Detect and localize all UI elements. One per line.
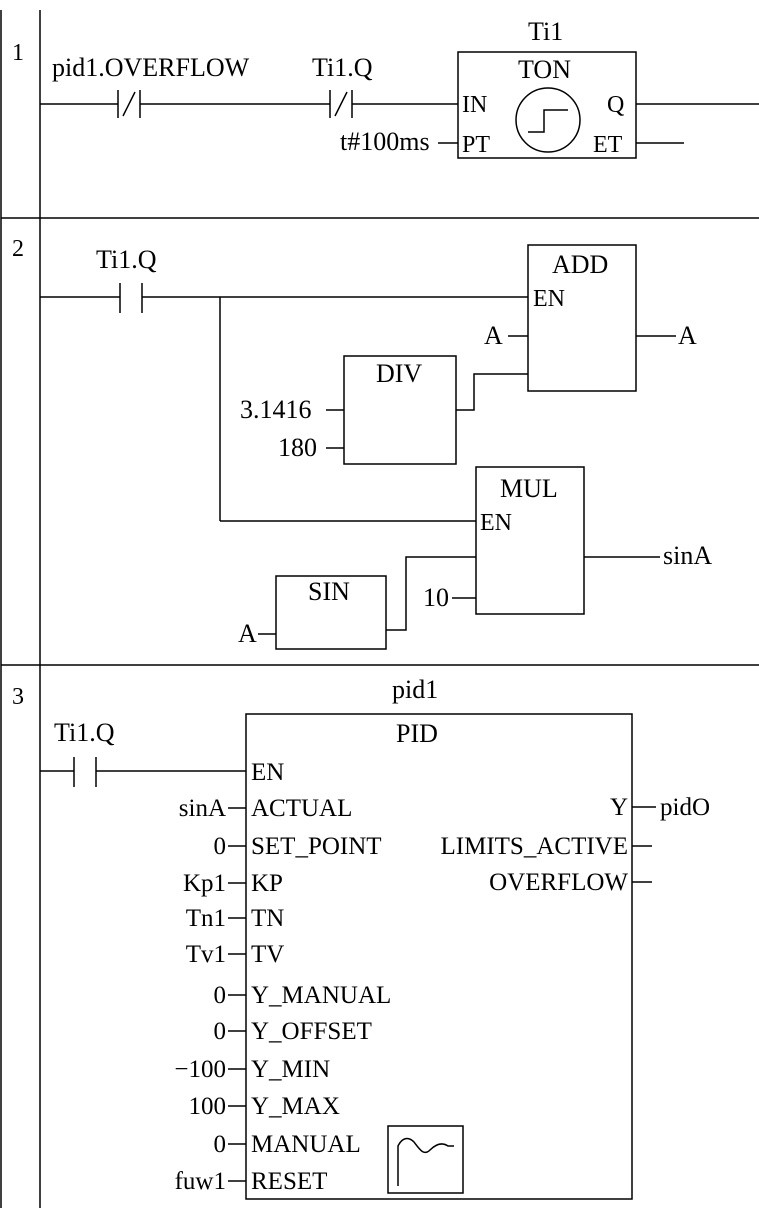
- add-function-block[interactable]: [527, 244, 637, 392]
- pin-label: EN: [480, 510, 512, 536]
- pid-input-manual: 0 MANUAL: [214, 1131, 361, 1158]
- block-type: MUL: [500, 474, 558, 503]
- step-response-icon: [387, 1125, 464, 1194]
- input-value: sinA: [179, 795, 226, 822]
- wire: [456, 373, 528, 411]
- contact-label: pid1.OVERFLOW: [52, 53, 250, 82]
- normally-closed-contact[interactable]: [329, 90, 353, 118]
- rung-2: 2 Ti1.Q ADD EN A A DIV 3.1416 180 MUL EN…: [12, 236, 712, 650]
- pid-input-y-manual: 0 Y_MANUAL: [214, 982, 392, 1009]
- pin-label: IN: [462, 92, 487, 118]
- pin-label: MANUAL: [251, 1131, 361, 1158]
- rung-number: 3: [12, 684, 24, 710]
- input-constant: 180: [278, 433, 317, 462]
- normally-open-contact[interactable]: [119, 283, 143, 313]
- input-value: 0: [214, 1018, 227, 1045]
- pin-label: RESET: [251, 1168, 327, 1195]
- pin-label: PT: [462, 132, 490, 158]
- pid-output-overflow: OVERFLOW: [489, 869, 652, 896]
- pid-input-y-min: −100 Y_MIN: [174, 1056, 330, 1083]
- input-constant: 3.1416: [240, 395, 312, 424]
- input-value: Tn1: [186, 905, 226, 932]
- rung-number: 2: [12, 236, 24, 262]
- pin-label: SET_POINT: [251, 833, 382, 860]
- sin-function-block[interactable]: [275, 575, 387, 650]
- input-value: 0: [214, 833, 227, 860]
- pid-input-y-offset: 0 Y_OFFSET: [214, 1018, 372, 1045]
- input-value: fuw1: [175, 1168, 226, 1195]
- pin-label: Y_MANUAL: [251, 982, 391, 1009]
- pin-label: TV: [251, 941, 284, 968]
- pid-output-y: Y pidO: [610, 794, 710, 821]
- pin-label: Q: [607, 92, 624, 118]
- block-type: SIN: [308, 577, 350, 606]
- pin-label: ACTUAL: [251, 795, 352, 822]
- pin-label: EN: [533, 286, 565, 312]
- pin-label: ET: [593, 132, 623, 158]
- ton-function-block[interactable]: [457, 51, 637, 159]
- pin-label: LIMITS_ACTIVE: [441, 833, 628, 860]
- pin-label: EN: [251, 759, 284, 786]
- pid-input-kp: Kp1 KP: [183, 870, 283, 897]
- pid-input-set-point: 0 SET_POINT: [214, 833, 382, 860]
- rung-3: 3 pid1 Ti1.Q PID EN sinA ACTUAL 0 SET_PO…: [12, 675, 710, 1200]
- pid-input-actual: sinA ACTUAL: [179, 795, 353, 822]
- input-variable: A: [238, 619, 257, 648]
- block-type: DIV: [376, 359, 422, 388]
- input-variable: A: [484, 321, 503, 350]
- wire: [386, 556, 476, 631]
- contact-label: Ti1.Q: [312, 53, 373, 82]
- output-variable: A: [678, 321, 697, 350]
- block-type: TON: [518, 55, 571, 84]
- pid-input-tn: Tn1 TN: [186, 905, 285, 932]
- normally-closed-contact[interactable]: [117, 90, 141, 118]
- pid-function-block[interactable]: [245, 713, 633, 1200]
- pid-input-reset: fuw1 RESET: [175, 1168, 328, 1195]
- contact-label: Ti1.Q: [54, 718, 115, 747]
- block-instance-name: pid1: [392, 675, 438, 704]
- input-value: 0: [214, 1131, 227, 1158]
- output-value: pidO: [660, 794, 710, 821]
- pin-label: Y_MIN: [251, 1056, 330, 1083]
- input-value: 0: [214, 982, 227, 1009]
- pid-input-tv: Tv1 TV: [186, 941, 285, 968]
- pt-value: t#100ms: [340, 127, 430, 156]
- pin-label: KP: [251, 870, 283, 897]
- pid-input-y-max: 100 Y_MAX: [189, 1093, 340, 1120]
- output-variable: sinA: [663, 541, 712, 570]
- input-value: Kp1: [183, 870, 226, 897]
- pin-label: Y_OFFSET: [251, 1018, 372, 1045]
- pin-label: OVERFLOW: [489, 869, 628, 896]
- input-constant: 10: [423, 583, 449, 612]
- rung-1: 1 pid1.OVERFLOW Ti1.Q Ti1 TON IN PT Q ET: [12, 17, 759, 159]
- input-value: Tv1: [186, 941, 226, 968]
- input-value: −100: [174, 1056, 226, 1083]
- input-value: 100: [189, 1093, 227, 1120]
- mul-function-block[interactable]: [475, 466, 585, 615]
- block-type: ADD: [552, 250, 608, 279]
- rung-number: 1: [12, 40, 24, 66]
- block-type: PID: [396, 719, 438, 748]
- normally-open-contact[interactable]: [73, 757, 97, 787]
- block-instance-name: Ti1: [528, 17, 563, 46]
- pin-label: Y_MAX: [251, 1093, 340, 1120]
- contact-label: Ti1.Q: [96, 245, 157, 274]
- pin-label: TN: [251, 905, 284, 932]
- timer-icon: [515, 87, 581, 153]
- pin-label: Y: [610, 794, 628, 821]
- pid-output-limits-active: LIMITS_ACTIVE: [441, 833, 652, 860]
